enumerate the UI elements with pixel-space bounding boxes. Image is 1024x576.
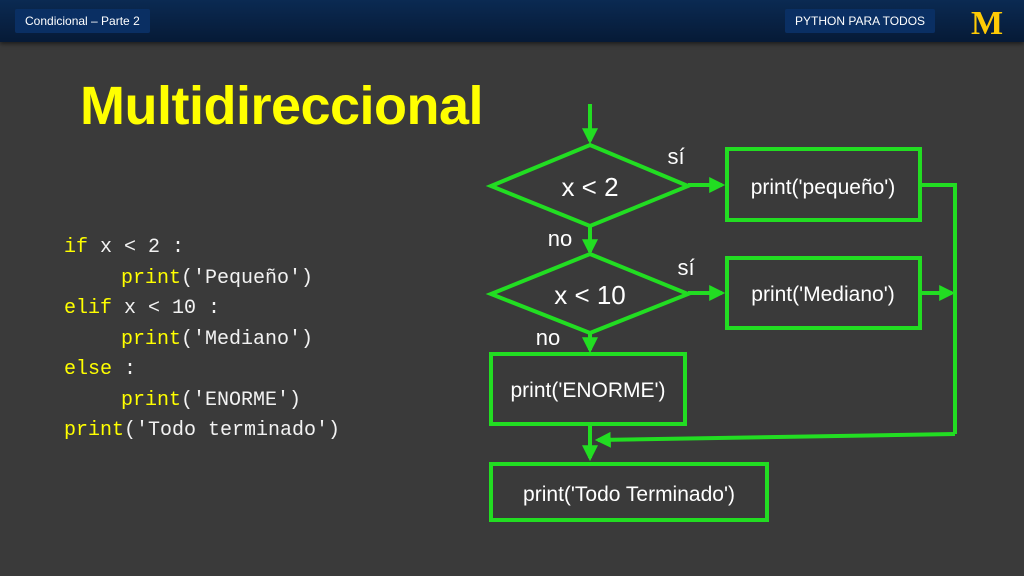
code-text: x < 2 : xyxy=(88,236,185,259)
merge-line xyxy=(922,183,957,434)
code-line: print('Todo terminado') xyxy=(64,419,340,442)
code-line: elif x < 10 : xyxy=(64,297,220,320)
code-line: print('Pequeño') xyxy=(64,267,313,290)
code-keyword: print xyxy=(64,419,125,442)
code-keyword: print xyxy=(121,327,182,351)
slide-title: Multidireccional xyxy=(80,76,484,136)
box-medium-text: print('Mediano') xyxy=(751,283,894,306)
code-text: ('Pequeño') xyxy=(181,266,314,290)
code-text: x < 10 : xyxy=(112,297,221,320)
code-keyword: else xyxy=(64,358,113,381)
box-small xyxy=(725,147,922,222)
condition-1-text: x < 2 xyxy=(561,172,618,202)
code-text: ('ENORME') xyxy=(181,388,302,412)
logo-letter: M xyxy=(971,6,1003,36)
box-huge-text: print('ENORME') xyxy=(510,379,665,402)
no-label-1: no xyxy=(548,226,572,251)
code-line: print('ENORME') xyxy=(64,389,301,412)
code-line: print('Mediano') xyxy=(64,328,313,351)
code-text: : xyxy=(112,358,137,381)
no-label-2: no xyxy=(536,325,560,350)
box-small-text: print('pequeño') xyxy=(751,176,896,199)
box-medium xyxy=(725,256,922,330)
code-keyword: print xyxy=(121,388,182,412)
course-label: PYTHON PARA TODOS xyxy=(785,9,936,33)
university-logo: M xyxy=(971,6,1003,36)
lecture-label: Condicional – Parte 2 xyxy=(15,9,150,33)
code-line: if x < 2 : xyxy=(64,236,184,259)
box-done-text: print('Todo Terminado') xyxy=(523,483,735,506)
yes-label-1: sí xyxy=(667,144,684,169)
box-done xyxy=(489,462,769,522)
code-block: if x < 2 : print('Pequeño') elif x < 10 … xyxy=(64,233,340,447)
code-text: ('Todo terminado') xyxy=(124,419,341,442)
condition-2-text: x < 10 xyxy=(554,280,626,310)
merge-arrow xyxy=(594,431,956,448)
header-bar: Condicional – Parte 2 PYTHON PARA TODOS … xyxy=(0,0,1024,42)
code-line: else : xyxy=(64,358,136,381)
code-keyword: if xyxy=(64,236,89,259)
yes-label-2: sí xyxy=(677,255,694,280)
code-keyword: print xyxy=(121,266,182,290)
code-keyword: elif xyxy=(64,297,113,320)
code-text: ('Mediano') xyxy=(181,327,314,351)
